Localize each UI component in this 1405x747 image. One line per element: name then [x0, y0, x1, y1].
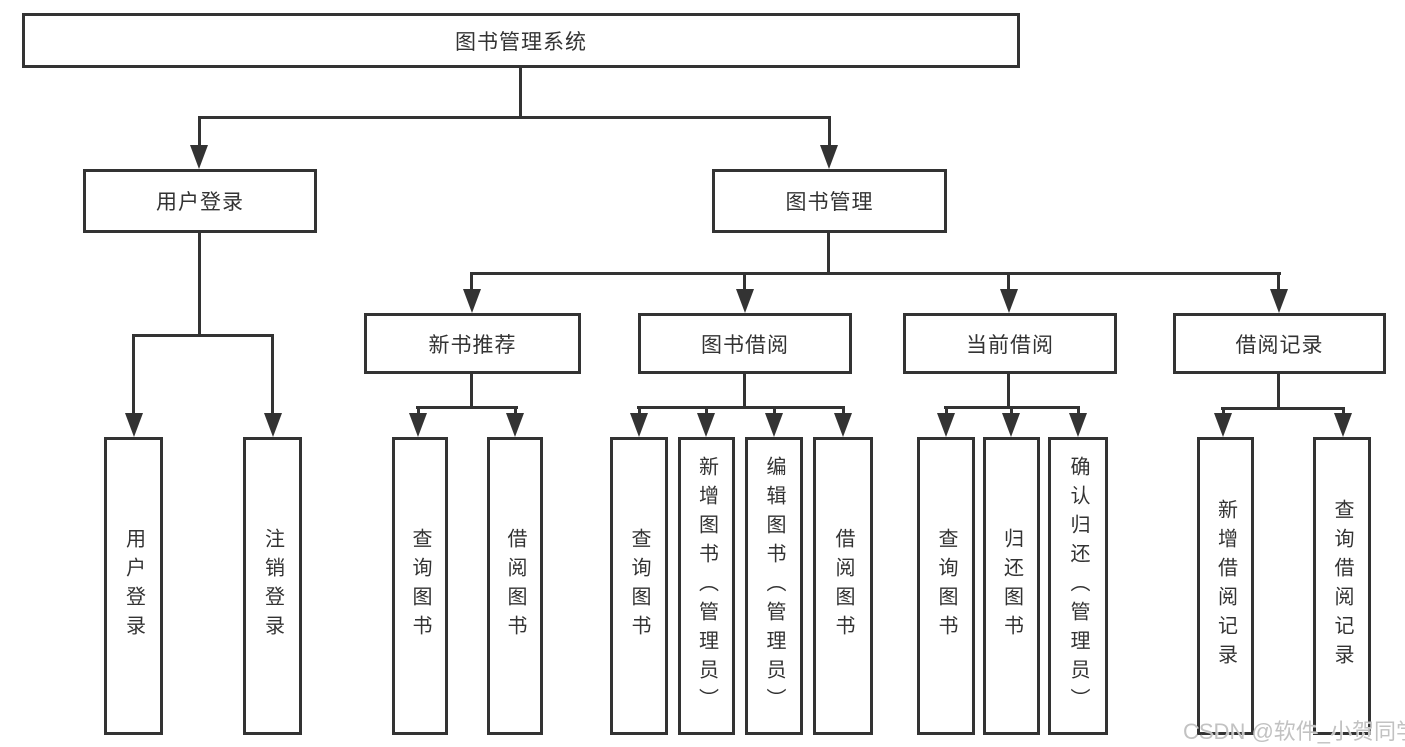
connector-vline: [705, 406, 708, 416]
arrowhead-down-icon: [1002, 413, 1020, 437]
node-root: 图书管理系统: [22, 13, 1020, 68]
connector-hline: [132, 334, 274, 337]
arrowhead-down-icon: [697, 413, 715, 437]
connector-vline: [1342, 407, 1345, 416]
leaf-label: 借阅图书: [832, 528, 854, 644]
watermark: CSDN @软件_小贺同学: [1183, 719, 1405, 744]
node-current-borrow: 当前借阅: [903, 313, 1117, 374]
connector-vline: [743, 373, 746, 409]
leaf-label: 查询图书: [935, 528, 957, 644]
connector-vline: [470, 373, 473, 409]
connector-vline: [1222, 407, 1225, 416]
connector-hline: [1221, 407, 1345, 410]
node-label: 图书借阅: [701, 333, 789, 357]
arrowhead-down-icon: [190, 145, 208, 169]
arrowhead-down-icon: [1000, 289, 1018, 313]
connector-vline: [828, 116, 831, 147]
leaf-label: 注销登录: [261, 528, 284, 644]
connector-vline: [1277, 272, 1280, 292]
connector-hline: [470, 272, 1281, 275]
leaf-borrow-books-1: 借阅图书: [487, 437, 543, 735]
connector-hline: [637, 406, 845, 409]
arrowhead-down-icon: [937, 413, 955, 437]
arrowhead-down-icon: [834, 413, 852, 437]
leaf-add-book-admin: 新增图书（管理员）: [678, 437, 735, 735]
arrowhead-down-icon: [264, 413, 282, 437]
connector-vline: [743, 272, 746, 292]
connector-vline: [1010, 406, 1013, 416]
leaf-label: 查询借阅记录: [1331, 499, 1353, 673]
connector-vline: [773, 406, 776, 416]
connector-hline: [416, 406, 518, 409]
leaf-query-borrow-record: 查询借阅记录: [1313, 437, 1371, 735]
leaf-query-books-3: 查询图书: [917, 437, 975, 735]
node-user-login: 用户登录: [83, 169, 317, 233]
leaf-borrow-books-2: 借阅图书: [813, 437, 873, 735]
arrowhead-down-icon: [1069, 413, 1087, 437]
leaf-add-borrow-record: 新增借阅记录: [1197, 437, 1254, 735]
connector-vline: [842, 406, 845, 416]
arrowhead-down-icon: [630, 413, 648, 437]
leaf-return-book: 归还图书: [983, 437, 1040, 735]
connector-hline: [198, 116, 831, 119]
node-book-management: 图书管理: [712, 169, 947, 233]
connector-vline: [1007, 272, 1010, 292]
leaf-label: 归还图书: [1000, 528, 1023, 644]
leaf-query-books-1: 查询图书: [392, 437, 448, 735]
arrowhead-down-icon: [736, 289, 754, 313]
leaf-query-books-2: 查询图书: [610, 437, 668, 735]
node-label: 借阅记录: [1235, 333, 1324, 357]
connector-vline: [945, 406, 948, 416]
leaf-edit-book-admin: 编辑图书（管理员）: [745, 437, 803, 735]
node-borrow-records: 借阅记录: [1173, 313, 1386, 374]
node-new-book-recommend: 新书推荐: [364, 313, 581, 374]
arrowhead-down-icon: [1270, 289, 1288, 313]
arrowhead-down-icon: [1214, 413, 1232, 437]
connector-vline: [198, 233, 201, 336]
connector-vline: [1007, 373, 1010, 409]
leaf-logout: 注销登录: [243, 437, 302, 735]
node-label: 用户登录: [156, 191, 244, 214]
leaf-label: 编辑图书（管理员）: [763, 455, 785, 717]
leaf-label: 查询图书: [409, 528, 431, 644]
connector-vline: [198, 116, 201, 147]
arrowhead-down-icon: [125, 413, 143, 437]
arrowhead-down-icon: [765, 413, 783, 437]
leaf-label: 确认归还（管理员）: [1067, 455, 1089, 717]
arrowhead-down-icon: [409, 413, 427, 437]
connector-vline: [470, 272, 473, 292]
leaf-label: 借阅图书: [504, 528, 526, 644]
leaf-label: 新增借阅记录: [1214, 499, 1237, 673]
leaf-label: 新增图书（管理员）: [695, 455, 718, 717]
connector-vline: [132, 334, 135, 415]
arrowhead-down-icon: [463, 289, 481, 313]
arrowhead-down-icon: [506, 413, 524, 437]
connector-vline: [514, 406, 517, 416]
node-label: 当前借阅: [966, 333, 1054, 357]
arrowhead-down-icon: [820, 145, 838, 169]
node-root-label: 图书管理系统: [455, 30, 587, 54]
leaf-label: 用户登录: [122, 528, 145, 644]
connector-vline: [638, 406, 641, 416]
connector-vline: [519, 68, 522, 117]
node-book-borrow: 图书借阅: [638, 313, 852, 374]
leaf-confirm-return-admin: 确认归还（管理员）: [1048, 437, 1108, 735]
connector-vline: [1277, 373, 1280, 410]
connector-vline: [827, 233, 830, 274]
node-label: 新书推荐: [428, 333, 517, 357]
connector-vline: [271, 334, 274, 415]
arrowhead-down-icon: [1334, 413, 1352, 437]
leaf-user-login: 用户登录: [104, 437, 163, 735]
connector-vline: [417, 406, 420, 416]
leaf-label: 查询图书: [628, 528, 650, 644]
node-label: 图书管理: [785, 191, 874, 214]
connector-vline: [1077, 406, 1080, 416]
